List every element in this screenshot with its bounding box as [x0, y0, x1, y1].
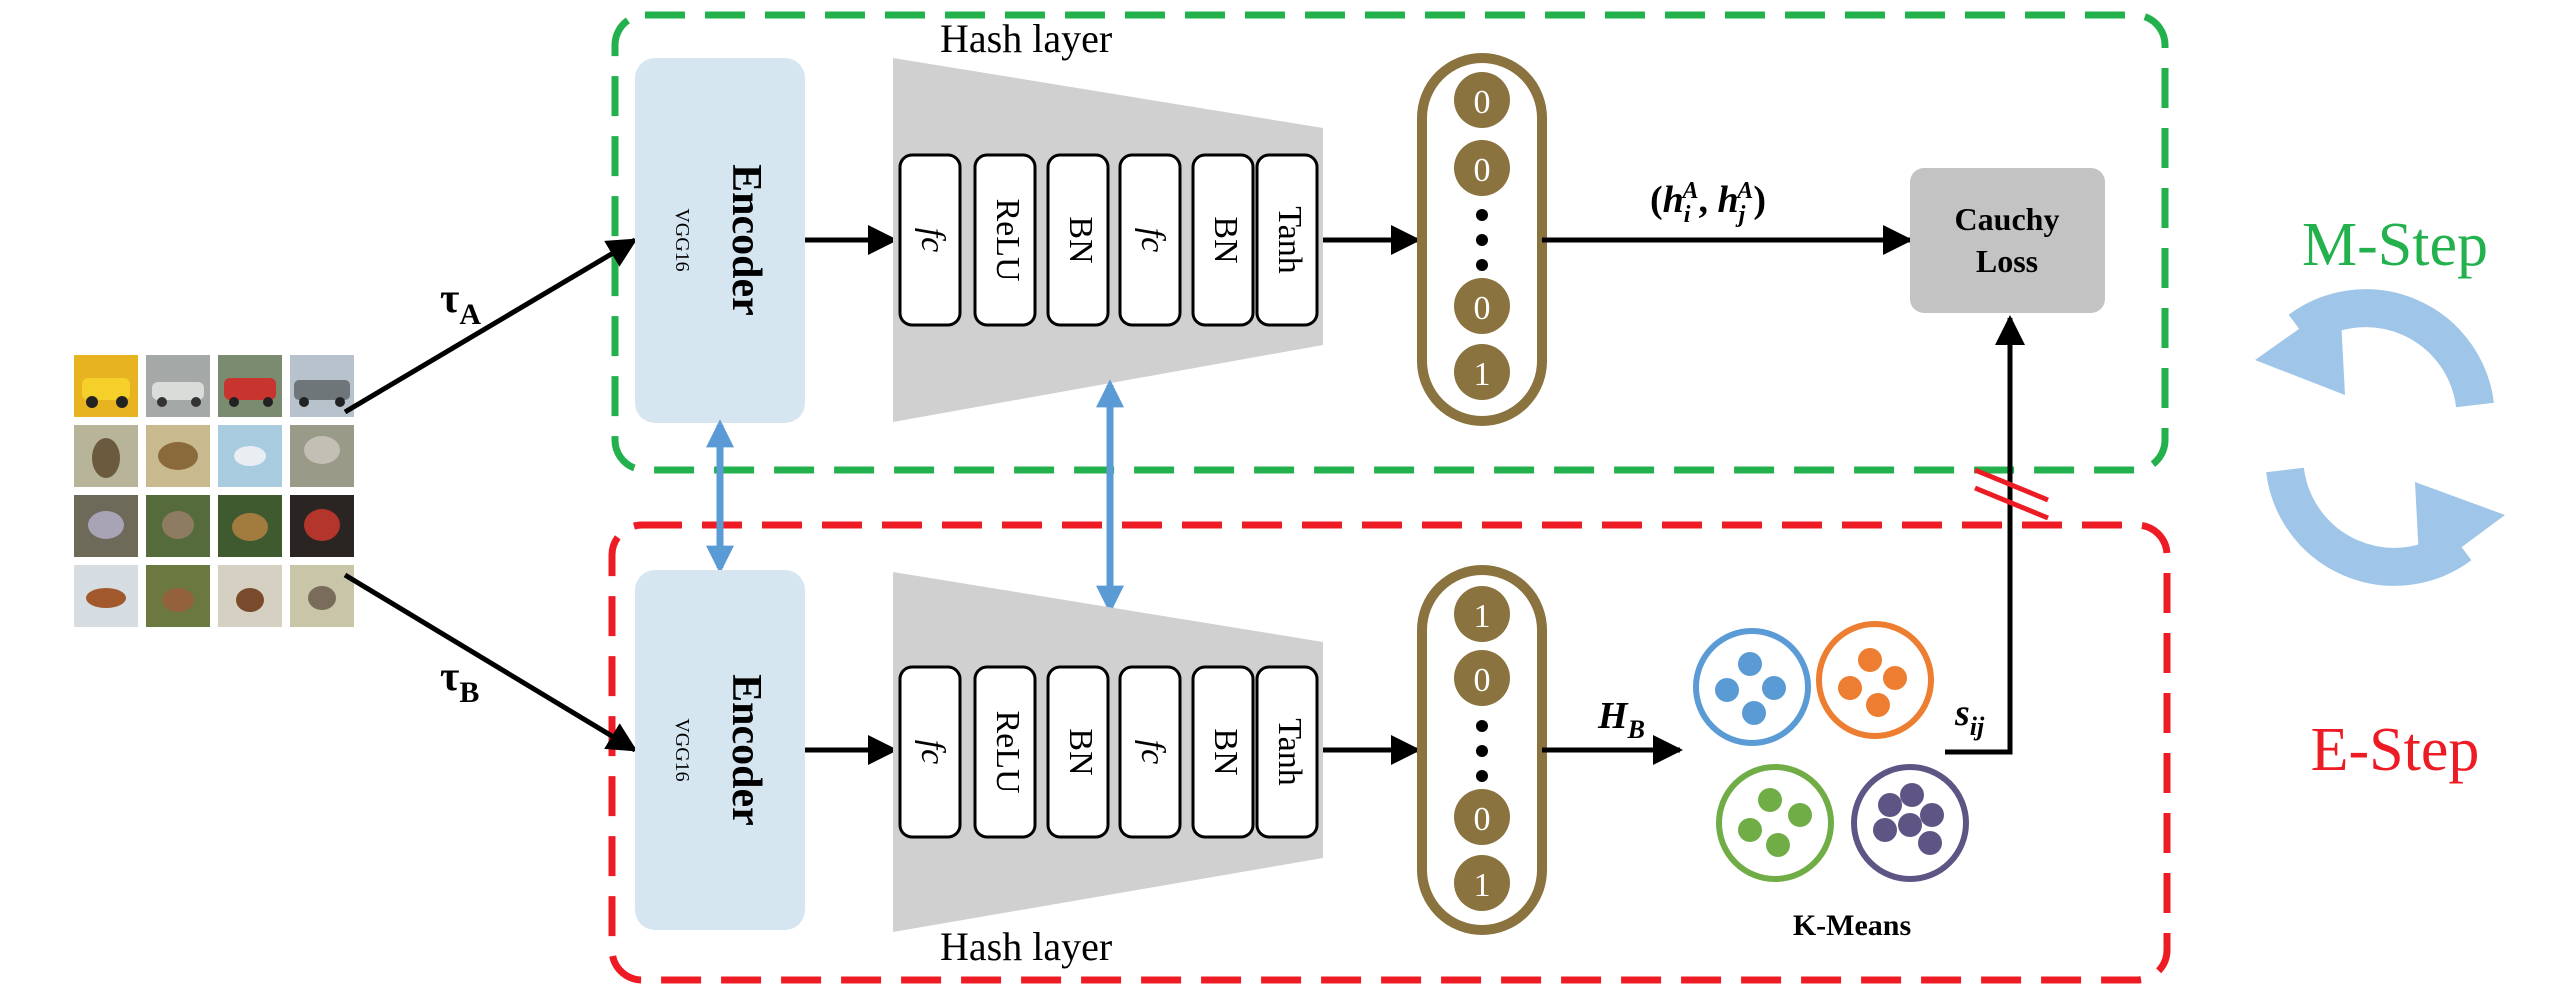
encoder-bottom-sublabel: VGG16	[671, 718, 693, 781]
hash-block-fc-2	[1118, 153, 1182, 327]
encoder-top: Encoder VGG16	[635, 58, 805, 423]
svg-text:BN: BN	[1207, 216, 1244, 263]
tau-b-arrow	[343, 572, 638, 753]
hash-block-tanh	[1255, 153, 1319, 327]
sij-to-loss-arrow	[1945, 315, 2025, 755]
svg-text:Loss: Loss	[1976, 243, 2038, 279]
pair-label: (hiA, hjA)	[1650, 178, 1766, 228]
cluster-blue	[1693, 628, 1811, 746]
cauchy-loss-box: Cauchy Loss	[1910, 168, 2105, 313]
svg-text:fc: fc	[914, 740, 951, 765]
svg-text:BN: BN	[1062, 216, 1099, 263]
tau-a-arrow	[343, 237, 638, 415]
stop-gradient-mark	[1974, 485, 2049, 521]
hash-blocks-bottom: fc ReLU BN fc BN Tanh	[898, 665, 1319, 839]
svg-text:fc: fc	[914, 228, 951, 253]
hash-code-bottom: 1 0 0 1	[1417, 565, 1547, 935]
m-step-region	[611, 11, 2169, 474]
code-bit: 0	[1474, 152, 1491, 189]
svg-text:fc: fc	[1134, 228, 1171, 253]
encoder-top-label: Encoder	[723, 164, 769, 316]
tau-a-label: τA	[440, 276, 481, 331]
code-bit: 1	[1474, 356, 1491, 393]
h-b-label: HB	[1597, 695, 1645, 744]
tau-b-label: τB	[440, 654, 479, 709]
hash-block-fc	[898, 665, 962, 839]
hash-code-top: 0 0 0 1	[1417, 53, 1547, 426]
cycle-icon	[2255, 289, 2505, 586]
kmeans-clusters	[1693, 621, 1969, 882]
sij-label: sij	[1954, 692, 1985, 741]
e-step-region	[608, 521, 2171, 984]
e-step-label: E-Step	[2311, 716, 2480, 784]
stop-gradient-mark	[1974, 467, 2049, 503]
hash-block-bn	[1046, 665, 1110, 839]
hash-block-bn-2	[1191, 665, 1255, 839]
hash-block-bn	[1046, 153, 1110, 327]
svg-text:BN: BN	[1062, 728, 1099, 775]
code-bit: 0	[1474, 662, 1491, 699]
hash-layer-title-top: Hash layer	[940, 16, 1112, 61]
svg-text:Tanh: Tanh	[1271, 718, 1308, 786]
svg-text:BN: BN	[1207, 728, 1244, 775]
hash-block-relu	[973, 153, 1037, 327]
code-bit: 1	[1474, 598, 1491, 635]
code-bit: 0	[1474, 84, 1491, 121]
encoder-bottom: Encoder VGG16	[635, 570, 805, 930]
input-image-grid	[74, 355, 354, 627]
code-bit: 0	[1474, 801, 1491, 838]
code-bit: 0	[1474, 290, 1491, 327]
encoder-bottom-label: Encoder	[723, 674, 769, 826]
code-bit: 1	[1474, 867, 1491, 904]
svg-text:Cauchy: Cauchy	[1955, 201, 2060, 237]
hash-blocks-top: fc ReLU BN fc BN Tanh	[898, 153, 1319, 327]
cluster-green	[1716, 764, 1834, 882]
hash-block-relu	[973, 665, 1037, 839]
svg-text:fc: fc	[1134, 740, 1171, 765]
hash-layer-title-bottom: Hash layer	[940, 924, 1112, 969]
encoder-top-sublabel: VGG16	[671, 208, 693, 271]
svg-text:Tanh: Tanh	[1271, 206, 1308, 274]
svg-text:ReLU: ReLU	[989, 198, 1026, 281]
kmeans-label: K-Means	[1793, 909, 1911, 942]
hash-block-tanh	[1255, 665, 1319, 839]
svg-text:ReLU: ReLU	[989, 710, 1026, 793]
hash-block-fc-2	[1118, 665, 1182, 839]
hash-block-fc	[898, 153, 962, 327]
hash-block-bn-2	[1191, 153, 1255, 327]
m-step-label: M-Step	[2302, 211, 2488, 279]
cluster-orange	[1816, 621, 1934, 739]
